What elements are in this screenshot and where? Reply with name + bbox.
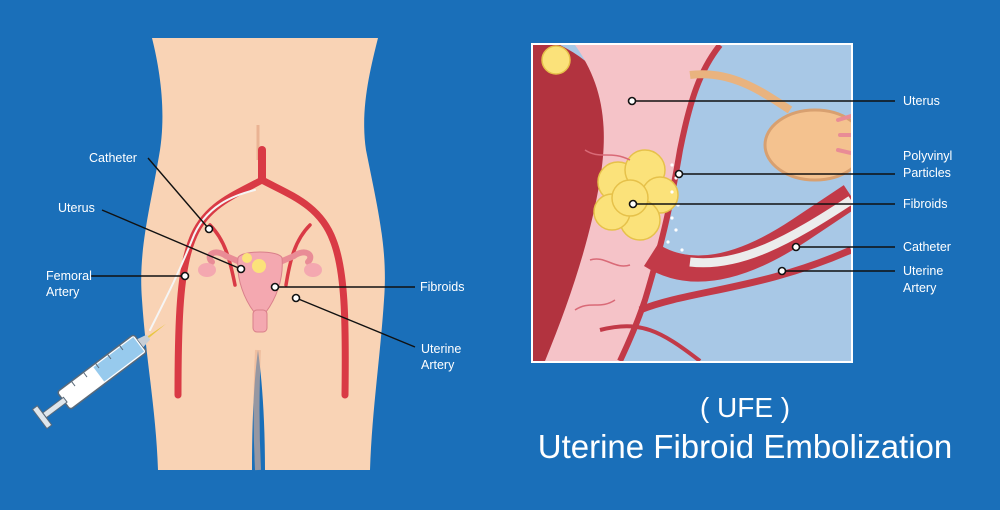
arteries — [149, 146, 349, 399]
label-uterus: Uterus — [58, 201, 95, 215]
uterus-organ — [198, 249, 322, 333]
inset-panel — [531, 43, 853, 363]
inset-label-uterus: Uterus — [903, 94, 940, 108]
inset-label-polyvinyl-1: Polyvinyl — [903, 149, 952, 163]
body-illustration — [31, 38, 385, 471]
inset-label-uterine-artery-2: Artery — [903, 281, 937, 295]
fibroid-small — [252, 259, 266, 273]
inset-label-polyvinyl-2: Particles — [903, 166, 951, 180]
catheter-line — [149, 189, 256, 331]
label-uterine-artery-1: Uterine — [421, 342, 461, 356]
label-fibroids: Fibroids — [420, 280, 464, 294]
inset-label-fibroids: Fibroids — [903, 197, 947, 211]
title-full-name: Uterine Fibroid Embolization — [538, 428, 953, 465]
inset-label-uterine-artery-1: Uterine — [903, 264, 943, 278]
label-uterine-artery-2: Artery — [421, 358, 455, 372]
left-labels: Catheter Uterus Femoral Artery Fibroids … — [46, 151, 464, 372]
fibroid-cluster — [593, 149, 679, 241]
inset-label-catheter: Catheter — [903, 240, 951, 254]
inset-labels: Uterus Polyvinyl Particles Fibroids Cath… — [903, 94, 952, 295]
inset-leaders — [627, 96, 895, 276]
left-leaders — [90, 157, 416, 348]
label-femoral-artery-2: Artery — [46, 285, 80, 299]
title-abbreviation: ( UFE ) — [700, 392, 790, 423]
label-femoral-artery-1: Femoral — [46, 269, 92, 283]
syringe-icon — [31, 323, 166, 430]
title-block: ( UFE ) Uterine Fibroid Embolization — [538, 392, 953, 465]
label-catheter: Catheter — [89, 151, 137, 165]
